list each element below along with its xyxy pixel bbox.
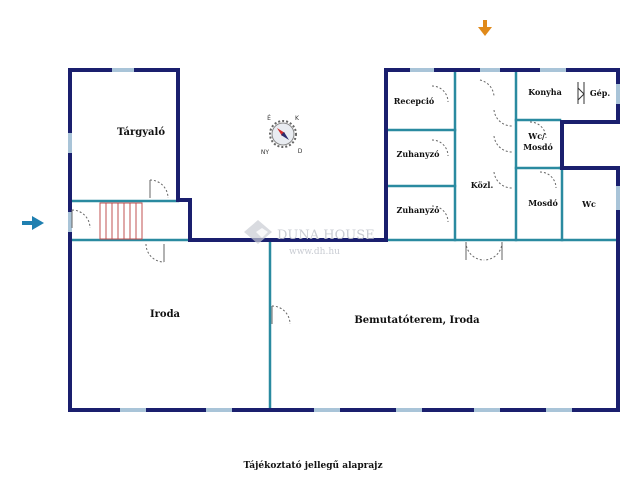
staircase <box>99 202 143 240</box>
door-kozl-1 <box>479 79 495 97</box>
door-zuhanyzo-1 <box>431 139 449 157</box>
room-label-konyha: Konyha <box>528 87 562 97</box>
door-kozl-2 <box>493 109 513 127</box>
door-entrance <box>71 209 91 229</box>
room-label-zuhanyzo-2: Zuhanyzó <box>397 205 441 215</box>
door-kozl-3 <box>493 135 513 153</box>
watermark-logo: DUNA HOUSE www.dh.hu <box>244 220 375 257</box>
room-label-zuhanyzo-1: Zuhanyzó <box>397 149 441 159</box>
room-label-recepcio: Recepció <box>394 96 435 106</box>
door-bemutatoterem <box>271 305 291 325</box>
doors <box>71 79 557 325</box>
compass-icon: É K D NY <box>261 114 303 156</box>
compass-letter-west: NY <box>261 149 269 156</box>
arrow-right-icon <box>22 216 44 230</box>
room-label-wc-mosdo: Wc/ Mosdó <box>523 131 553 152</box>
door-double-left <box>465 241 485 261</box>
compass-letter-south: D <box>298 148 303 155</box>
room-label-wc: Wc <box>581 199 596 209</box>
compass-letter-north: É <box>267 114 271 122</box>
machine-room-symbol-icon <box>577 82 585 104</box>
watermark-url: www.dh.hu <box>289 247 340 257</box>
room-label-iroda: Iroda <box>150 309 181 320</box>
room-label-mosdo: Mosdó <box>528 198 558 208</box>
compass-letter-east: K <box>295 115 300 122</box>
door-zuhanyzo-2 <box>431 205 449 223</box>
door-wc-mosdo <box>529 121 547 139</box>
door-iroda <box>145 243 165 263</box>
room-label-bemutatoterem: Bemutatóterem, Iroda <box>354 315 480 326</box>
room-label-gep: Gép. <box>590 88 611 98</box>
door-double-right <box>483 241 503 261</box>
door-mosdo <box>539 171 557 189</box>
door-targyalo <box>149 179 169 199</box>
door-recepcio <box>431 85 449 103</box>
watermark-brand: DUNA HOUSE <box>277 228 375 243</box>
room-label-kozl: Közl. <box>471 180 494 190</box>
arrow-down-icon <box>478 20 492 36</box>
room-label-targyalo: Tárgyaló <box>117 127 165 138</box>
windows <box>68 68 620 412</box>
plan-caption: Tájékoztató jellegű alaprajz <box>243 460 382 471</box>
door-kozl-4 <box>493 171 513 189</box>
